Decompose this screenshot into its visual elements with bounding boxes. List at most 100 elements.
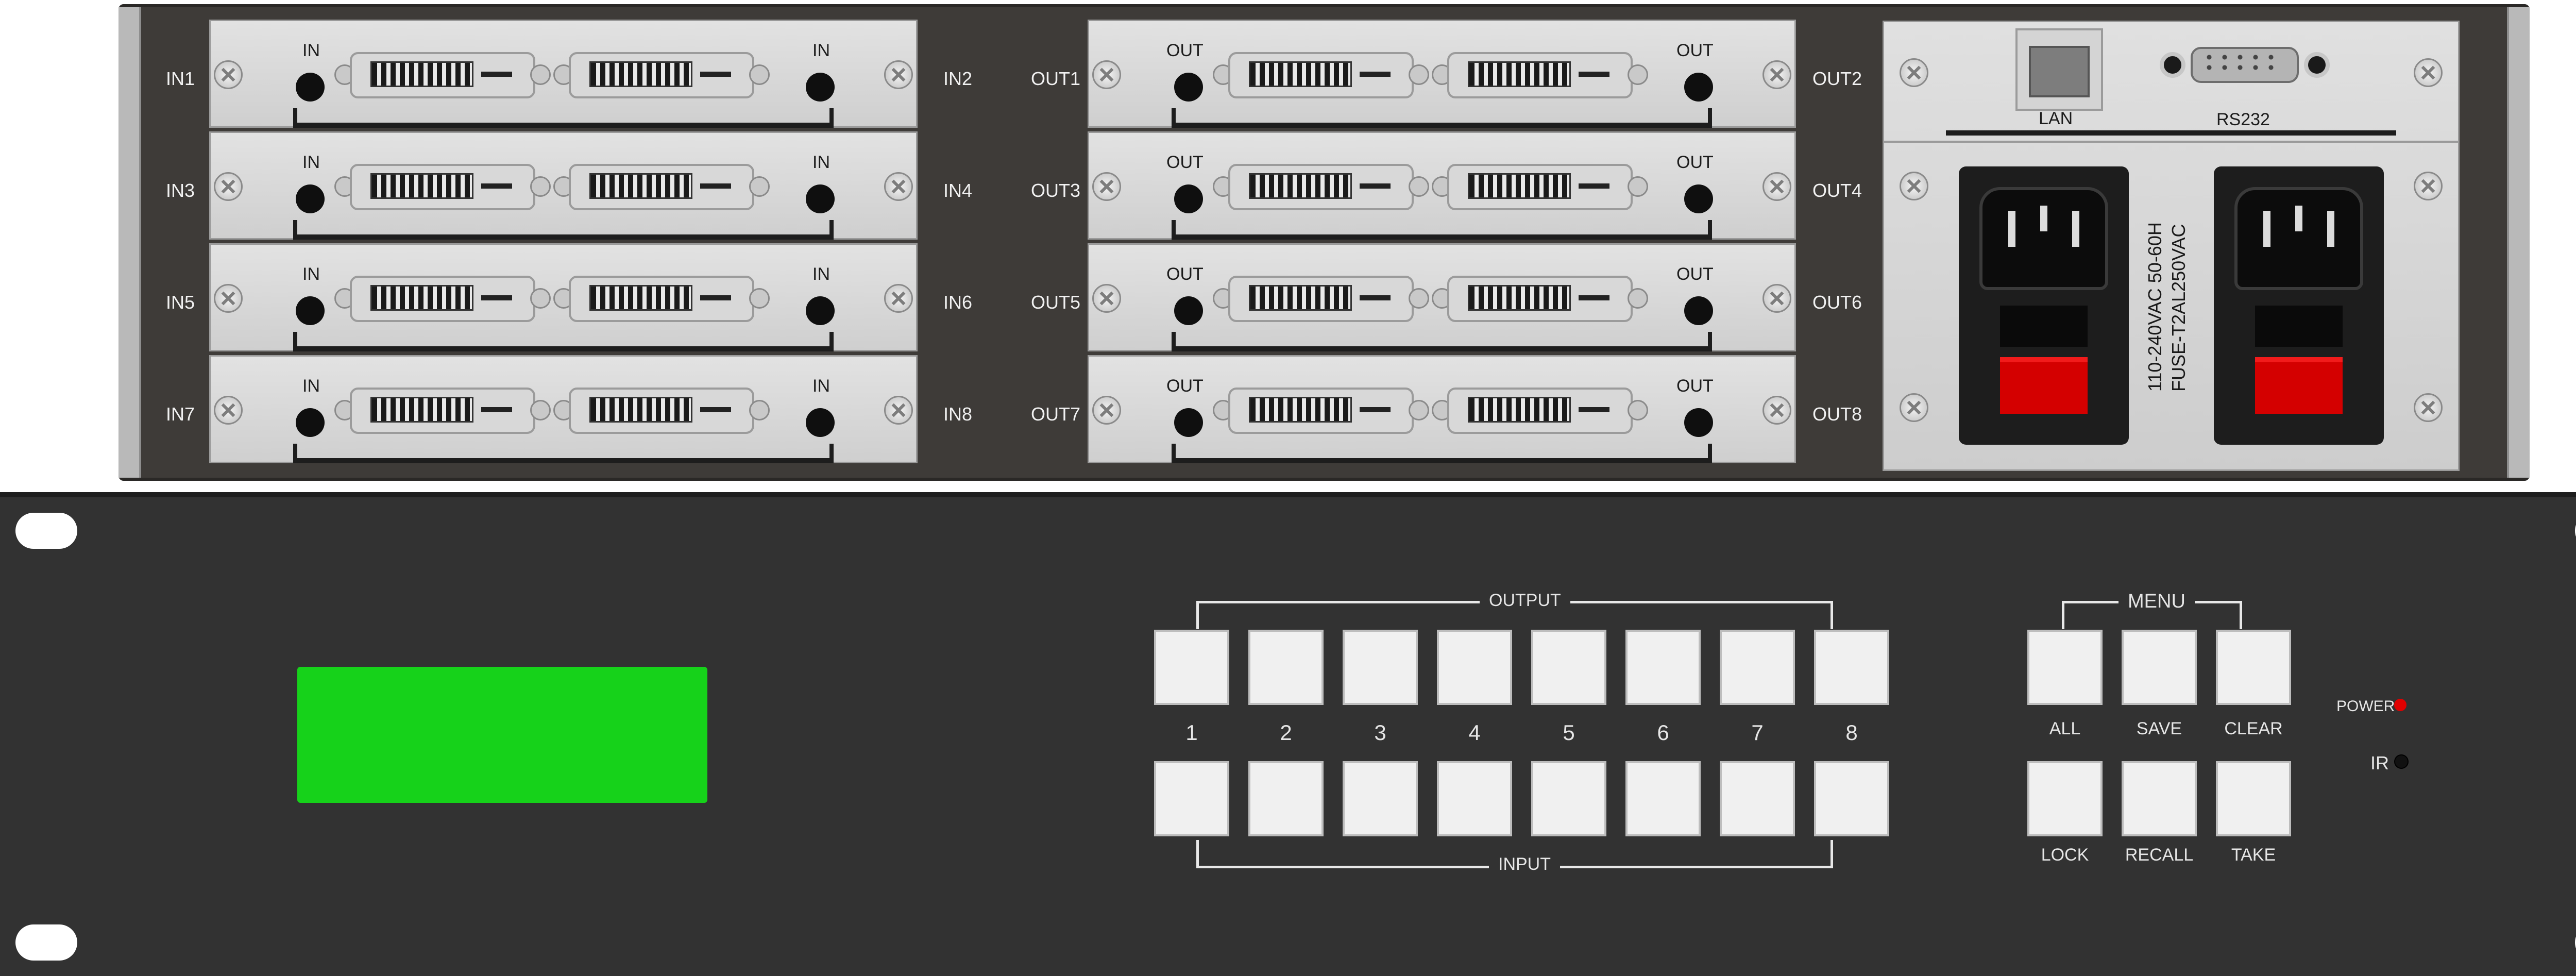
save-button[interactable] <box>2122 630 2197 705</box>
input-key-6[interactable] <box>1625 761 1701 836</box>
output-card-2: OUT OUT <box>1088 131 1796 240</box>
input-key-4[interactable] <box>1437 761 1512 836</box>
output-key-5[interactable] <box>1531 630 1606 705</box>
port-label-in4: IN4 <box>943 180 973 201</box>
screw-icon <box>214 172 243 201</box>
rs232-label: RS232 <box>2216 110 2270 129</box>
hole-icon <box>1174 184 1203 213</box>
dvi-port-icon[interactable] <box>553 382 770 439</box>
hole-icon <box>296 296 325 325</box>
output-card-4: OUT OUT <box>1088 355 1796 463</box>
save-label: SAVE <box>2136 719 2182 738</box>
port-label-in3: IN3 <box>166 180 195 201</box>
hole-icon <box>806 184 835 213</box>
output-key-7[interactable] <box>1720 630 1795 705</box>
dvi-port-icon[interactable] <box>553 47 770 104</box>
screw-icon <box>884 396 913 425</box>
dvi-port-icon[interactable] <box>1213 271 1429 327</box>
card-out-label: OUT <box>1166 153 1204 172</box>
lock-button[interactable] <box>2027 761 2103 836</box>
hole-icon <box>1174 73 1203 102</box>
input-cards: IN IN IN IN IN IN <box>209 20 918 469</box>
mount-hole <box>2575 924 2576 961</box>
screw-icon <box>1092 396 1121 425</box>
dvi-port-icon[interactable] <box>1213 382 1429 439</box>
screw-icon <box>1900 58 1928 87</box>
ir-receiver-icon <box>2394 754 2409 769</box>
input-key-8[interactable] <box>1814 761 1889 836</box>
output-key-6[interactable] <box>1625 630 1701 705</box>
input-key-2[interactable] <box>1248 761 1324 836</box>
mount-hole <box>15 513 77 549</box>
screw-icon <box>1092 284 1121 313</box>
screw-icon <box>1762 396 1791 425</box>
input-card-1: IN IN <box>209 20 918 128</box>
input-card-4: IN IN <box>209 355 918 463</box>
output-key-2[interactable] <box>1248 630 1324 705</box>
dvi-port-icon[interactable] <box>1213 47 1429 104</box>
port-label-out2: OUT2 <box>1812 68 1862 89</box>
power-inlet-2-icon[interactable] <box>2214 166 2384 445</box>
output-key-1[interactable] <box>1154 630 1229 705</box>
output-cards: OUT OUT OUT OUT OUT OUT <box>1088 20 1796 469</box>
port-label-in5: IN5 <box>166 292 195 313</box>
port-label-in1: IN1 <box>166 68 195 89</box>
card-in-label: IN <box>302 41 320 60</box>
dvi-port-icon[interactable] <box>1432 382 1648 439</box>
power-switch-2[interactable] <box>2255 357 2343 414</box>
screw-icon <box>884 60 913 89</box>
power-inlet-1-icon[interactable] <box>1959 166 2129 445</box>
all-button[interactable] <box>2027 630 2103 705</box>
key-number-7: 7 <box>1751 720 1764 745</box>
hole-icon <box>1174 296 1203 325</box>
dvi-port-icon[interactable] <box>334 47 551 104</box>
card-in-label: IN <box>812 376 830 396</box>
dvi-port-icon[interactable] <box>553 271 770 327</box>
input-key-1[interactable] <box>1154 761 1229 836</box>
dvi-port-icon[interactable] <box>553 159 770 215</box>
dvi-port-icon[interactable] <box>1213 159 1429 215</box>
screw-icon <box>1762 60 1791 89</box>
card-out-label: OUT <box>1676 264 1714 284</box>
hole-icon <box>806 296 835 325</box>
mount-hole <box>2575 513 2576 549</box>
hole-icon <box>1684 296 1713 325</box>
recall-button[interactable] <box>2122 761 2197 836</box>
lcd-display <box>297 667 707 803</box>
port-label-out4: OUT4 <box>1812 180 1862 201</box>
card-in-label: IN <box>812 153 830 172</box>
hole-icon <box>1684 408 1713 437</box>
dvi-port-icon[interactable] <box>334 159 551 215</box>
dvi-port-icon[interactable] <box>1432 47 1648 104</box>
take-button[interactable] <box>2216 761 2291 836</box>
lan-port-icon[interactable] <box>2015 28 2103 111</box>
output-key-4[interactable] <box>1437 630 1512 705</box>
output-key-3[interactable] <box>1343 630 1418 705</box>
port-label-out1: OUT1 <box>1031 68 1081 89</box>
power-switch-1[interactable] <box>2000 357 2088 414</box>
clear-label: CLEAR <box>2224 719 2283 738</box>
power-led-icon <box>2394 699 2406 711</box>
menu-group-label: MENU <box>2119 591 2195 613</box>
input-key-7[interactable] <box>1720 761 1795 836</box>
input-key-5[interactable] <box>1531 761 1606 836</box>
key-number-6: 6 <box>1657 720 1669 745</box>
power-control-panel: LAN RS232 <box>1883 21 2460 471</box>
screw-icon <box>1900 172 1928 200</box>
port-label-out8: OUT8 <box>1812 403 1862 425</box>
dvi-port-icon[interactable] <box>1432 159 1648 215</box>
dvi-port-icon[interactable] <box>334 271 551 327</box>
output-key-8[interactable] <box>1814 630 1889 705</box>
clear-button[interactable] <box>2216 630 2291 705</box>
screw-icon <box>1762 284 1791 313</box>
dvi-port-icon[interactable] <box>1432 271 1648 327</box>
rs232-port-icon[interactable] <box>2160 42 2330 88</box>
screw-icon <box>214 396 243 425</box>
dvi-port-icon[interactable] <box>334 382 551 439</box>
port-label-in2: IN2 <box>943 68 973 89</box>
card-in-label: IN <box>812 264 830 284</box>
hole-icon <box>1684 73 1713 102</box>
input-key-3[interactable] <box>1343 761 1418 836</box>
card-out-label: OUT <box>1676 376 1714 396</box>
input-card-3: IN IN <box>209 243 918 351</box>
